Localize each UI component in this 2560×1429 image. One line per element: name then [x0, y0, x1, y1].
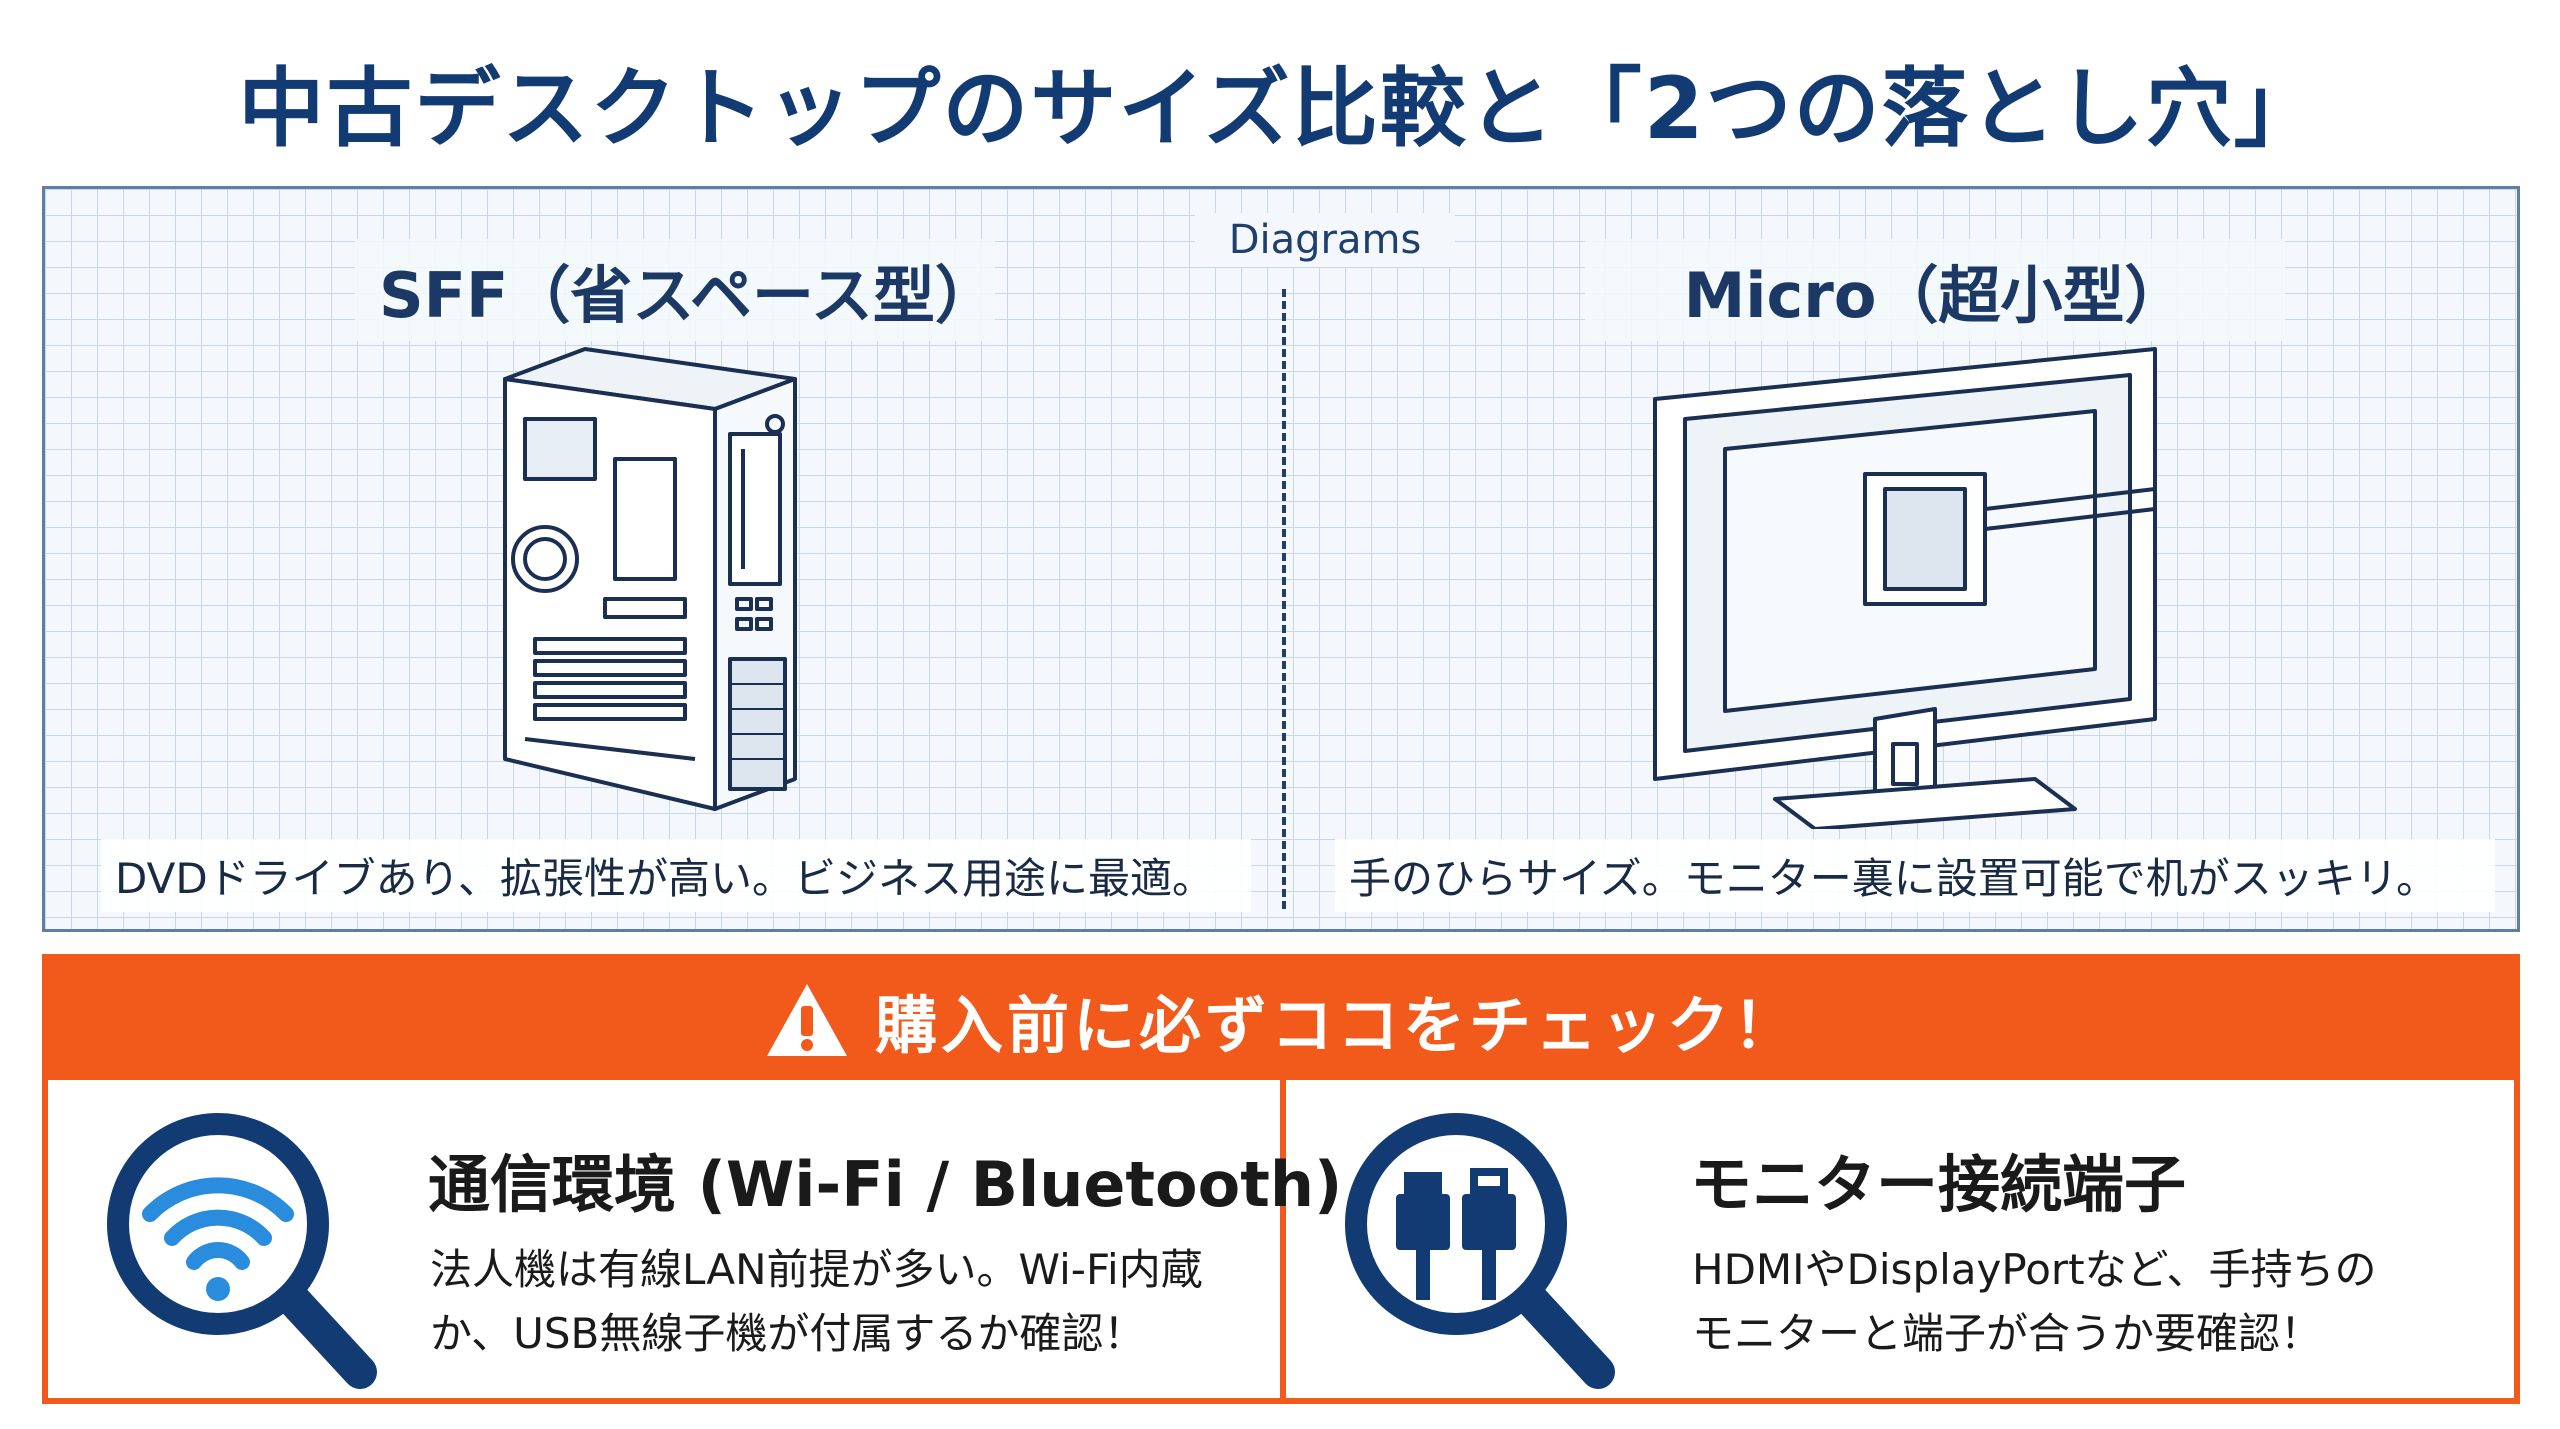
- wifi-magnifier-icon: [107, 1113, 377, 1389]
- check-item-body: 法人機は有線LAN前提が多い。Wi-Fi内蔵 か、USB無線子機が付属するか確認…: [430, 1238, 1260, 1366]
- desktop-tower-icon: [503, 347, 797, 811]
- center-divider: [1282, 289, 1286, 909]
- pre-purchase-checklist: 購入前に必ずココをチェック！ 通信環境 (Wi-Fi / Bluetooth) …: [42, 954, 2520, 1404]
- check-item-monitor-port: モニター接続端子 HDMIやDisplayPortなど、手持ちの モニターと端子…: [1286, 1080, 2520, 1404]
- checklist-divider: [1280, 1080, 1286, 1404]
- check-item-body-line: 法人機は有線LAN前提が多い。Wi-Fi内蔵: [430, 1245, 1203, 1294]
- micro-caption: 手のひらサイズ。モニター裏に設置可能で机がスッキリ。: [1335, 839, 2495, 912]
- check-item-body-line: モニターと端子が合うか要確認！: [1692, 1309, 2323, 1358]
- check-item-body-line: HDMIやDisplayPortなど、手持ちの: [1692, 1245, 2377, 1294]
- check-item-network: 通信環境 (Wi-Fi / Bluetooth) 法人機は有線LAN前提が多い。…: [48, 1080, 1342, 1404]
- check-item-title: モニター接続端子: [1690, 1148, 2187, 1221]
- checklist-header-text: 購入前に必ずココをチェック！: [874, 989, 1799, 1062]
- check-item-body-line: か、USB無線子機が付属するか確認！: [430, 1309, 1146, 1358]
- warning-icon: [766, 984, 847, 1056]
- monitor-with-mini-pc-icon: [1653, 347, 2157, 829]
- check-item-title: 通信環境 (Wi-Fi / Bluetooth): [428, 1148, 1343, 1221]
- checklist-header: 購入前に必ずココをチェック！: [48, 960, 2514, 1080]
- micro-title: Micro（超小型）: [1585, 239, 2285, 341]
- page-title: 中古デスクトップのサイズ比較と「2つの落とし穴」: [238, 59, 2322, 159]
- cable-connector-magnifier-icon: [1345, 1113, 1615, 1389]
- sff-caption: DVDドライブあり、拡張性が高い。ビジネス用途に最適。: [101, 839, 1251, 912]
- size-comparison-panel: Diagrams SFF（省スペース型） Micro（超小型）: [42, 186, 2520, 932]
- diagrams-label: Diagrams: [1195, 213, 1455, 267]
- sff-title: SFF（省スペース型）: [355, 239, 997, 341]
- check-item-body: HDMIやDisplayPortなど、手持ちの モニターと端子が合うか要確認！: [1692, 1238, 2522, 1366]
